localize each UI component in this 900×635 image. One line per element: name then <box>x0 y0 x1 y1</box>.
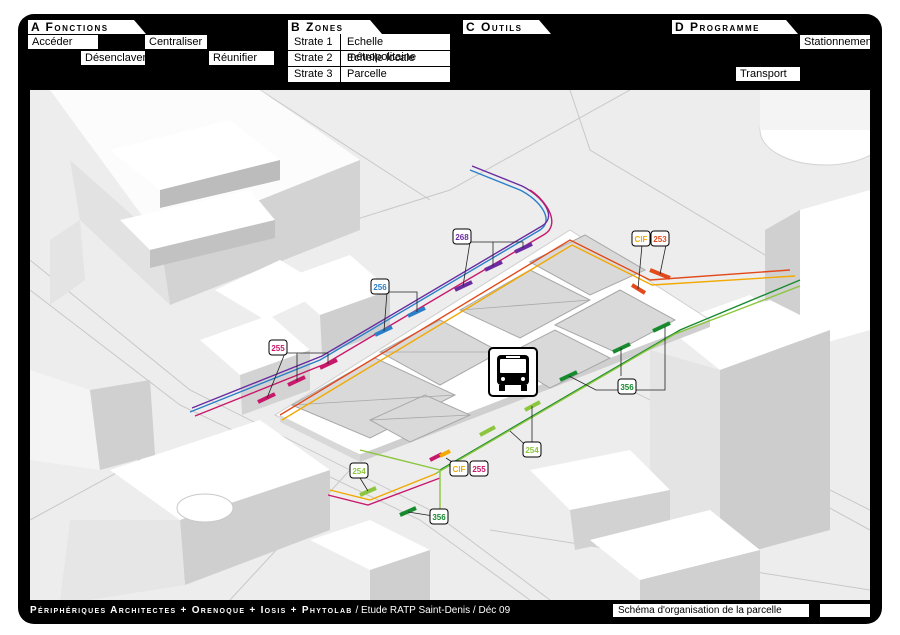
svg-text:CIF: CIF <box>453 465 466 474</box>
svg-text:253: 253 <box>653 235 667 244</box>
axonometric-site-map: 268 256 255 CIF 253 <box>30 90 870 600</box>
sheet-frame: A Fonctions Accéder Désenclaver Centrali… <box>18 14 882 624</box>
programme-transport[interactable]: Transport <box>736 67 800 81</box>
badge-line-256[interactable]: 256 <box>371 279 389 294</box>
bus-icon <box>489 348 537 396</box>
badge-line-356[interactable]: 356 <box>430 509 448 524</box>
zones-table: Strate 1 Echelle métropolitaine Strate 2… <box>288 34 450 82</box>
programme-stationnement[interactable]: Stationnement <box>800 35 870 49</box>
svg-text:268: 268 <box>455 233 469 242</box>
badge-line-268[interactable]: 268 <box>453 229 471 244</box>
function-centraliser[interactable]: Centraliser <box>145 35 207 49</box>
function-acceder[interactable]: Accéder <box>28 35 98 49</box>
badge-line-cif[interactable]: CIF <box>450 461 468 476</box>
section-b-title: B Zones <box>288 20 382 34</box>
section-c-title: C Outils <box>463 20 551 34</box>
site-map-drawing: 268 256 255 CIF 253 <box>30 90 870 600</box>
svg-text:255: 255 <box>472 465 486 474</box>
zone-strate: Strate 1 <box>294 35 333 50</box>
footer-credits: Périphériques Architectes + Orenoque + I… <box>30 605 353 616</box>
badge-line-255[interactable]: 255 <box>269 340 287 355</box>
function-desenclaver[interactable]: Désenclaver <box>81 51 145 65</box>
badge-line-254[interactable]: 254 <box>350 463 368 478</box>
zone-label: Echelle locale <box>347 51 415 66</box>
function-reunifier[interactable]: Réunifier <box>209 51 274 65</box>
svg-text:255: 255 <box>271 344 285 353</box>
section-a-title: A Fonctions <box>28 20 146 34</box>
zone-row-strate-1[interactable]: Strate 1 Echelle métropolitaine <box>288 35 450 50</box>
section-d-title: D Programme <box>672 20 798 34</box>
svg-text:256: 256 <box>373 283 387 292</box>
badge-line-cif[interactable]: CIF <box>632 231 650 246</box>
svg-text:254: 254 <box>525 446 539 455</box>
svg-text:254: 254 <box>352 467 366 476</box>
badge-line-254[interactable]: 254 <box>523 442 541 457</box>
sheet-footer: Périphériques Architectes + Orenoque + I… <box>30 604 598 618</box>
zone-strate: Strate 2 <box>294 51 333 66</box>
sheet-caption: Schéma d'organisation de la parcelle <box>613 604 809 617</box>
badge-line-255[interactable]: 255 <box>470 461 488 476</box>
footer-project: / Etude RATP Saint-Denis / Déc 09 <box>353 605 510 616</box>
svg-text:356: 356 <box>620 383 634 392</box>
sheet-number-box <box>820 604 870 617</box>
zone-strate: Strate 3 <box>294 67 333 82</box>
zone-row-strate-2[interactable]: Strate 2 Echelle locale <box>288 51 450 66</box>
zone-label: Parcelle <box>347 67 387 82</box>
svg-text:CIF: CIF <box>635 235 648 244</box>
svg-text:356: 356 <box>432 513 446 522</box>
badge-line-356[interactable]: 356 <box>618 379 636 394</box>
zone-column-divider <box>340 34 341 82</box>
zone-row-strate-3[interactable]: Strate 3 Parcelle <box>288 67 450 82</box>
badge-line-253[interactable]: 253 <box>651 231 669 246</box>
buildings-right <box>650 190 870 560</box>
